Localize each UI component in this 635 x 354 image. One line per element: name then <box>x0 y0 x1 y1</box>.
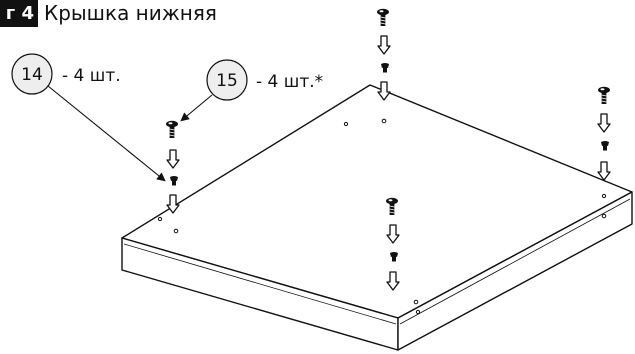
callout-part-14: 14 <box>11 53 166 182</box>
plug-icon <box>170 176 178 186</box>
bottom-panel <box>121 84 633 351</box>
fastener-group-right <box>597 86 611 181</box>
screw-icon <box>597 86 611 105</box>
step-number-badge: г 4 <box>0 0 38 27</box>
plug-icon <box>601 141 609 151</box>
panel-holes <box>157 118 607 315</box>
fastener-group-left <box>165 120 180 214</box>
plug-icon <box>381 63 389 73</box>
callout-part-15: 15 <box>180 59 248 122</box>
down-arrow-icon <box>377 35 391 55</box>
callout-number-15: 15 <box>216 71 238 91</box>
down-arrow-icon <box>597 161 611 181</box>
callout-number-14: 14 <box>21 65 43 85</box>
step-title: Крышка нижняя <box>44 1 217 25</box>
part-14-quantity: - 4 шт. <box>62 66 121 86</box>
screw-icon <box>165 120 179 139</box>
part-15-quantity: - 4 шт.* <box>256 72 324 92</box>
fastener-group-top <box>376 8 391 101</box>
down-arrow-icon <box>597 113 611 133</box>
screw-icon <box>376 8 390 27</box>
down-arrow-icon <box>166 149 180 169</box>
